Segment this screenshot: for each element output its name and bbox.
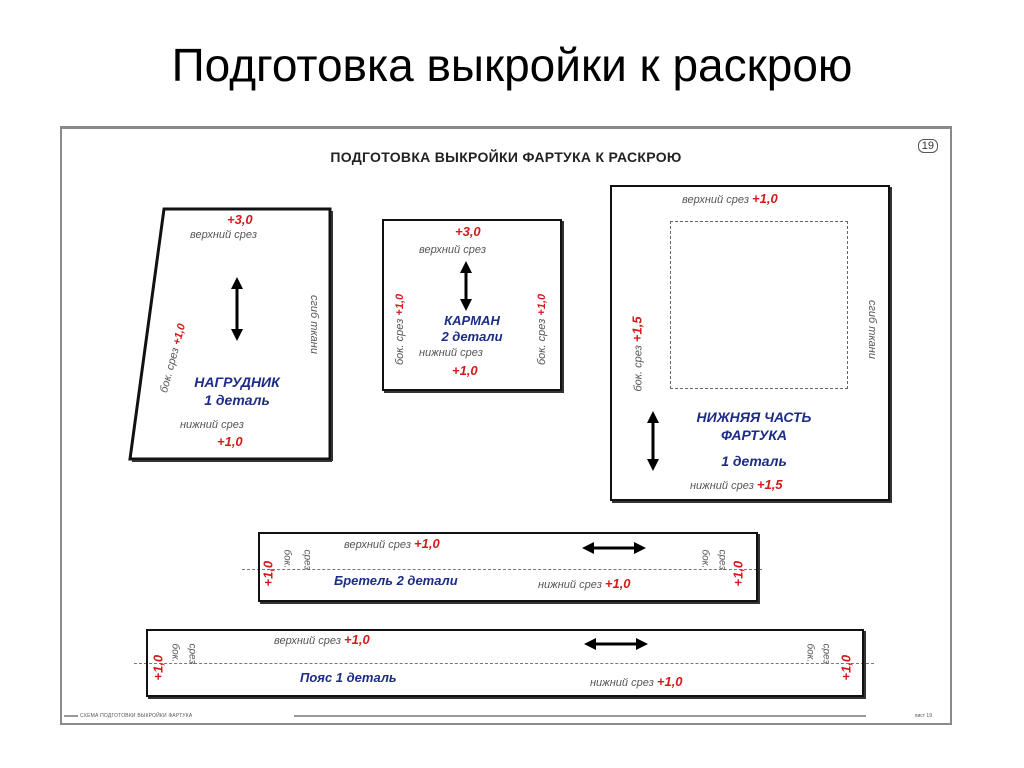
bib-bottom-allowance: +1,0 <box>217 434 243 449</box>
lower-bottom-edge: нижний срез <box>690 480 754 492</box>
footer-rule-left <box>64 715 78 717</box>
pocket-bottom-allowance: +1,0 <box>452 363 478 378</box>
pocket-top-edge: верхний срез <box>419 244 486 256</box>
strap-outline <box>258 532 758 602</box>
bib-top-edge: верхний срез <box>190 229 257 241</box>
strap-bottom-edge: нижний срез <box>538 579 602 591</box>
bib-bottom-edge: нижний срез <box>180 419 244 431</box>
pocket-left-label: бок. срез +1,0 <box>394 255 406 365</box>
lower-name-line1: НИЖНЯЯ ЧАСТЬ <box>696 409 812 425</box>
pocket-count: 2 детали <box>441 329 503 344</box>
belt-left-edge-1: бок. <box>169 643 181 663</box>
grain-arrow-icon <box>582 542 646 554</box>
strap-bottom-allowance: +1,0 <box>604 576 631 591</box>
pocket-top-allowance: +3,0 <box>455 224 481 239</box>
strap-center-line <box>242 569 762 570</box>
belt-right-edge-2: срез <box>820 643 832 665</box>
strap-right-edge-1: бок. <box>699 549 711 569</box>
grain-arrow-icon <box>647 411 659 471</box>
strap-name: Бретель 2 детали <box>334 573 458 588</box>
belt-top-label: верхний срез +1,0 <box>274 632 370 647</box>
bib-outline <box>128 207 333 462</box>
belt-outline <box>146 629 864 697</box>
pocket-outline <box>382 219 562 391</box>
grain-arrow-icon <box>231 277 243 341</box>
belt-left-allowance: +1,0 <box>150 654 166 681</box>
strap-top-edge: верхний срез <box>344 539 411 551</box>
grain-arrow-icon <box>584 638 648 650</box>
strap-left-allowance: +1,0 <box>260 560 276 587</box>
lower-bottom-label: нижний срез +1,5 <box>690 477 783 492</box>
lower-part-outline <box>610 185 890 501</box>
belt-name: Пояс 1 деталь <box>300 670 397 685</box>
belt-bottom-label: нижний срез +1,0 <box>590 674 683 689</box>
lower-top-allowance: +1,0 <box>752 191 778 206</box>
strap-bottom-label: нижний срез +1,0 <box>538 576 631 591</box>
page-badge: 19 <box>917 139 938 153</box>
strap-left-edge-1: бок. <box>281 549 293 569</box>
bib-count: 1 деталь <box>204 392 270 408</box>
belt-right-allowance: +1,0 <box>838 654 854 681</box>
lower-top-label: верхний срез +1,0 <box>682 191 778 206</box>
slide-title: Подготовка выкройки к раскрою <box>171 39 853 91</box>
pocket-left-allowance: +1,0 <box>394 293 406 316</box>
pocket-right-label: бок. срез +1,0 <box>536 255 548 365</box>
pocket-right-allowance: +1,0 <box>536 293 548 316</box>
belt-right-edge-1: бок. <box>804 643 816 663</box>
grain-arrow-icon <box>460 261 472 311</box>
belt-top-allowance: +1,0 <box>344 632 370 647</box>
lower-side-label: бок. срез +1,5 <box>629 262 645 392</box>
pocket-left-edge: бок. срез <box>394 318 406 365</box>
footer-rule-middle <box>294 715 866 717</box>
pocket-right-edge: бок. срез <box>536 318 548 365</box>
bib-name: НАГРУДНИК <box>194 374 280 390</box>
pattern-sheet: ПОДГОТОВКА ВЫКРОЙКИ ФАРТУКА К РАСКРОЮ 19… <box>60 126 952 725</box>
lower-side-allowance: +1,5 <box>629 316 645 343</box>
sheet-title: ПОДГОТОВКА ВЫКРОЙКИ ФАРТУКА К РАСКРОЮ <box>330 149 682 165</box>
lower-fold-outline <box>670 221 848 389</box>
lower-top-edge: верхний срез <box>682 194 749 206</box>
belt-center-line <box>134 663 874 664</box>
belt-left-edge-2: срез <box>186 643 198 665</box>
strap-top-allowance: +1,0 <box>414 536 440 551</box>
lower-bottom-allowance: +1,5 <box>756 477 783 492</box>
strap-top-label: верхний срез +1,0 <box>344 536 440 551</box>
footer-right-text: лист 19 <box>914 713 932 719</box>
lower-name-line2: ФАРТУКА <box>720 427 788 443</box>
lower-side-edge: бок. срез <box>632 345 645 392</box>
belt-top-edge: верхний срез <box>274 635 341 647</box>
lower-count: 1 деталь <box>721 453 787 469</box>
bib-top-allowance: +3,0 <box>227 212 253 227</box>
strap-right-allowance: +1,0 <box>730 560 746 587</box>
footer-left-text: СХЕМА ПОДГОТОВКИ ВЫКРОЙКИ ФАРТУКА <box>80 713 193 719</box>
belt-bottom-edge: нижний срез <box>590 677 654 689</box>
pocket-name: КАРМАН <box>444 313 500 328</box>
belt-bottom-allowance: +1,0 <box>656 674 683 689</box>
strap-left-edge-2: срез <box>301 549 313 571</box>
bib-fold-label: сгиб ткани <box>308 295 320 354</box>
pocket-bottom-edge: нижний срез <box>419 347 483 359</box>
lower-fold-label: сгиб ткани <box>866 300 878 359</box>
strap-right-edge-2: срез <box>716 549 728 571</box>
